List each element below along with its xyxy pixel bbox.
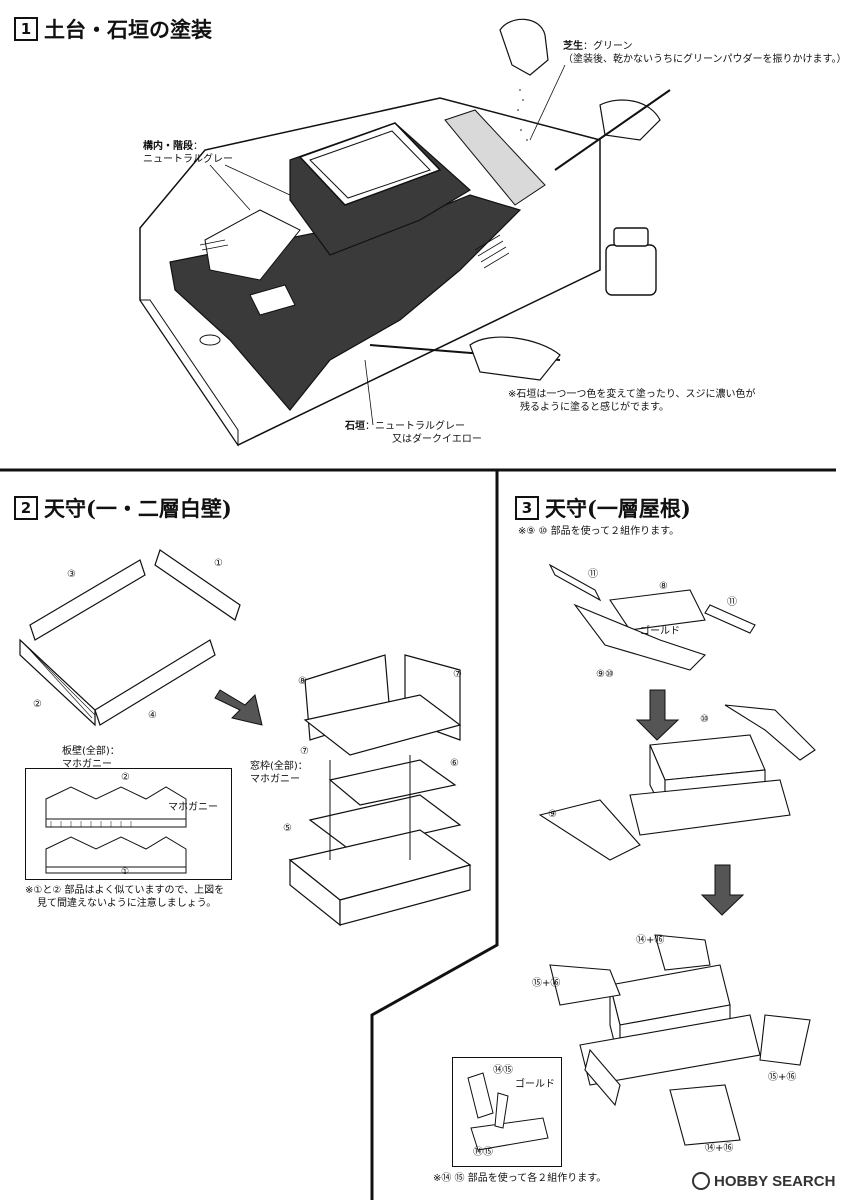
- section-1-title: 1 土台・石垣の塗装: [14, 14, 212, 44]
- stone-wall-note-2: 残るように塗ると感じがでます。: [520, 402, 669, 413]
- wall-color-label: 板壁(全部)： マホガニー: [62, 745, 120, 771]
- stone-wall-color: ：ニュートラルグレー: [365, 421, 465, 432]
- part-6-label: ⑥: [450, 758, 459, 769]
- section-3-top-note: ※⑨ ⑩ 部品を使って２組作ります。: [518, 526, 680, 537]
- part-1-label: ①: [214, 558, 223, 569]
- gold-label-top: ゴールド: [640, 626, 680, 637]
- section-3-title: 3 天守(一層屋根): [515, 493, 691, 523]
- part-15-16-right: ⑮+⑯: [768, 1072, 797, 1083]
- part-7b-label: ⑦: [300, 746, 309, 757]
- part-14-16-bottom: ⑭+⑯: [705, 1143, 734, 1154]
- base-painting-illustration: [139, 18, 671, 447]
- roof-assembly-illustration: [538, 563, 816, 1146]
- watermark-brand: HOBBY SEARCH: [714, 1172, 836, 1190]
- grass-color: ：グリーン: [583, 41, 633, 52]
- part-2-label: ②: [33, 699, 42, 710]
- section-2-note: ※①と② 部品はよく似ていますので、上図を 見て間違えないように注意しましょう。: [25, 884, 224, 910]
- stone-wall-label: 石垣：ニュートラルグレー 又はダークイエロー: [345, 420, 482, 446]
- parts-comparison-drawing: [45, 786, 187, 874]
- window-color-text: マホガニー: [250, 774, 300, 785]
- part-8-label: ⑧: [298, 676, 307, 687]
- wall-label-text: 板壁(全部)：: [62, 746, 120, 757]
- section-2-note-1: ※①と② 部品はよく似ていますので、上図を: [25, 885, 225, 896]
- hobby-search-watermark: HOBBY SEARCH: [692, 1172, 835, 1190]
- parts-comparison-inset: ② ① マホガニー: [25, 768, 232, 880]
- inset-part-14: ⑭⑮: [493, 1065, 513, 1076]
- part-9-10-label: ⑨⑩: [596, 669, 614, 680]
- wall-color-text: マホガニー: [62, 759, 112, 770]
- window-color-label: 窓枠(全部)： マホガニー: [250, 760, 308, 786]
- part-9-label: ⑨: [548, 809, 557, 820]
- grass-title: 芝生: [563, 41, 583, 52]
- stone-wall-title: 石垣: [345, 421, 365, 432]
- tenshu-wall-assembly: [19, 549, 472, 927]
- section-2-title: 2 天守(一・二層白壁): [14, 493, 232, 523]
- part-10-label: ⑩: [700, 714, 709, 725]
- section-3-number: 3: [515, 496, 539, 520]
- inset-mahogany: マホガニー: [168, 802, 218, 813]
- section-3-heading: 天守(一層屋根): [545, 496, 691, 521]
- stone-wall-note: ※石垣は一つ一つ色を変えて塗ったり、スジに濃い色が 残るように塗ると感じがでます…: [508, 388, 755, 414]
- ground-stair-title: 構内・階段: [143, 141, 193, 152]
- inset-part-2: ②: [121, 772, 130, 783]
- ground-stair-label: 構内・階段： ニュートラルグレー: [143, 141, 233, 165]
- section-2-note-2: 見て間違えないように注意しましょう。: [37, 898, 217, 909]
- part-15-16-left: ⑮+⑯: [532, 978, 561, 989]
- roof-parts-inset-drawing: [467, 1072, 549, 1151]
- part-3-label: ③: [67, 569, 76, 580]
- roof-parts-inset: ⑭⑮ ゴールド ⑭⑮: [452, 1057, 562, 1167]
- part-8-top: ⑧: [659, 581, 668, 592]
- section-2-number: 2: [14, 496, 38, 520]
- gold-label-inset: ゴールド: [515, 1079, 555, 1090]
- part-11-right: ⑪: [727, 597, 737, 608]
- part-11-left: ⑪: [588, 569, 598, 580]
- part-14-16-top: ⑭+⑯: [636, 935, 665, 946]
- stone-wall-color-alt: 又はダークイエロー: [392, 434, 482, 445]
- watermark-logo-icon: [692, 1172, 710, 1190]
- window-label-text: 窓枠(全部)：: [250, 761, 308, 772]
- grass-note: （塗装後、乾かないうちにグリーンパウダーを振りかけます。）: [563, 54, 843, 65]
- section-1-number: 1: [14, 17, 38, 41]
- section-2-heading: 天守(一・二層白壁): [44, 496, 232, 521]
- section-3-bottom-note: ※⑭ ⑮ 部品を使って各２組作ります。: [433, 1173, 607, 1184]
- ground-stair-color: ニュートラルグレー: [143, 154, 233, 165]
- inset-part-14-15: ⑭⑮: [473, 1147, 493, 1158]
- stone-wall-note-1: ※石垣は一つ一つ色を変えて塗ったり、スジに濃い色が: [508, 389, 756, 400]
- inset-part-1: ①: [121, 867, 130, 877]
- grass-label: 芝生：グリーン （塗装後、乾かないうちにグリーンパウダーを振りかけます。）: [563, 40, 843, 66]
- part-5-label: ⑤: [283, 823, 292, 834]
- section-1-heading: 土台・石垣の塗装: [44, 17, 212, 42]
- part-4-label: ④: [148, 710, 157, 721]
- part-7-label: ⑦: [453, 669, 462, 680]
